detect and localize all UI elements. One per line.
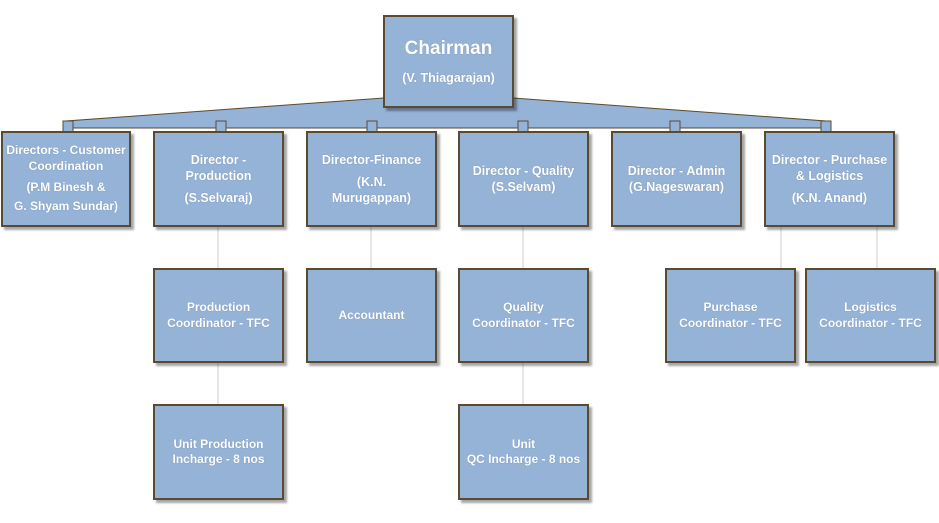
role-line: Quality xyxy=(503,300,544,315)
director-line: Director-Finance xyxy=(321,153,422,167)
director-line: (G.Nageswaran) xyxy=(628,180,725,194)
director-admin-box: Director - Admin (G.Nageswaran) xyxy=(611,131,742,227)
role-line: Incharge - 8 nos xyxy=(172,452,265,466)
director-line: Director - Quality xyxy=(472,164,575,178)
role-line: Logistics xyxy=(844,300,897,315)
director-line: Director - Admin xyxy=(627,164,726,178)
chairman-title: Chairman xyxy=(404,38,493,60)
director-purchase-logistics-box: Director - Purchase & Logistics (K.N. An… xyxy=(764,131,895,227)
director-finance-box: Director-Finance (K.N. Murugappan) xyxy=(306,131,437,227)
role-line: Purchase xyxy=(703,300,758,315)
director-customer-coordination-box: Directors - Customer Coordination (P.M B… xyxy=(1,131,131,227)
role-line: Coordinator - TFC xyxy=(679,315,782,330)
director-line: (K.N. Anand) xyxy=(791,191,868,205)
role-line: Accountant xyxy=(338,307,405,322)
director-line: Director - xyxy=(190,153,247,167)
role-line: Coordinator - TFC xyxy=(167,315,270,330)
director-line: & Logistics xyxy=(795,169,864,183)
director-line: Directors - Customer xyxy=(6,143,126,158)
purchase-coordinator-box: Purchase Coordinator - TFC xyxy=(665,268,796,363)
role-line: Unit Production xyxy=(173,436,264,451)
unit-qc-incharge-box: Unit QC Incharge - 8 nos xyxy=(458,404,589,500)
director-line: Murugappan) xyxy=(331,191,412,205)
director-line: Coordination xyxy=(28,158,104,173)
director-line: (S.Selvaraj) xyxy=(184,191,253,205)
role-line: QC Incharge - 8 nos xyxy=(466,452,581,466)
chairman-box: Chairman (V. Thiagarajan) xyxy=(383,15,514,108)
production-coordinator-box: Production Coordinator - TFC xyxy=(153,268,284,363)
chairman-name: (V. Thiagarajan) xyxy=(402,70,495,85)
role-line: Coordinator - TFC xyxy=(819,315,922,330)
role-line: Unit xyxy=(511,436,536,451)
director-production-box: Director - Production (S.Selvaraj) xyxy=(153,131,284,227)
role-line: Coordinator - TFC xyxy=(472,315,575,330)
director-line: G. Shyam Sundar) xyxy=(13,199,119,214)
quality-coordinator-box: Quality Coordinator - TFC xyxy=(458,268,589,363)
director-line: Director - Purchase xyxy=(771,153,888,167)
director-line: (S.Selvam) xyxy=(491,180,556,194)
accountant-box: Accountant xyxy=(306,268,437,363)
director-line: Production xyxy=(185,169,252,183)
director-line: (K.N. xyxy=(356,175,387,189)
role-line: Production xyxy=(186,300,251,315)
logistics-coordinator-box: Logistics Coordinator - TFC xyxy=(805,268,936,363)
director-line: (P.M Binesh & xyxy=(26,180,106,194)
unit-production-incharge-box: Unit Production Incharge - 8 nos xyxy=(153,404,284,500)
director-quality-box: Director - Quality (S.Selvam) xyxy=(458,131,589,227)
